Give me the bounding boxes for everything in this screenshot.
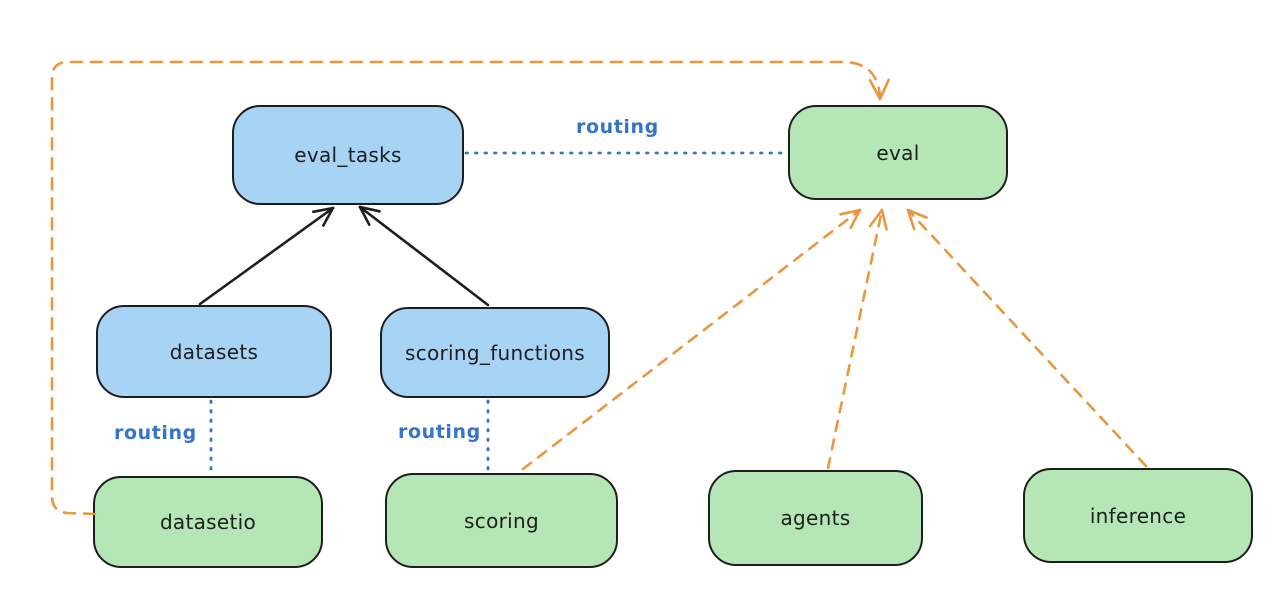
node-datasetio-label: datasetio [159,510,257,534]
edge-datasetio-to-eval-dashed-loop-arrow [50,60,891,516]
node-datasetio: datasetio [93,476,323,568]
node-datasets: datasets [96,305,332,398]
node-inference-label: inference [1089,503,1187,528]
node-scoring-functions: scoring_functions [380,307,610,398]
edge-scoring-functions-to-eval-tasks-arrow [358,205,490,307]
routing-label-scoring: routing [398,421,481,443]
edge-datasets-to-eval-tasks-arrow [198,206,335,306]
node-inference: inference [1023,468,1253,563]
node-eval-label: eval [876,140,920,165]
routing-label-top: routing [576,116,659,138]
node-eval-tasks: eval_tasks [232,105,464,205]
node-scoring: scoring [385,473,618,568]
node-scoring-label: scoring [464,508,539,533]
node-agents: agents [708,470,923,566]
edge-inference-to-eval-dashed-arrow [906,208,1148,468]
node-eval-tasks-label: eval_tasks [294,143,402,167]
node-datasets-label: datasets [169,339,259,364]
edge-agents-to-eval-dashed-arrow [826,208,888,470]
node-scoring-functions-label: scoring_functions [404,340,586,365]
routing-label-datasets: routing [114,422,197,444]
node-eval: eval [788,105,1008,200]
node-agents-label: agents [780,506,851,530]
